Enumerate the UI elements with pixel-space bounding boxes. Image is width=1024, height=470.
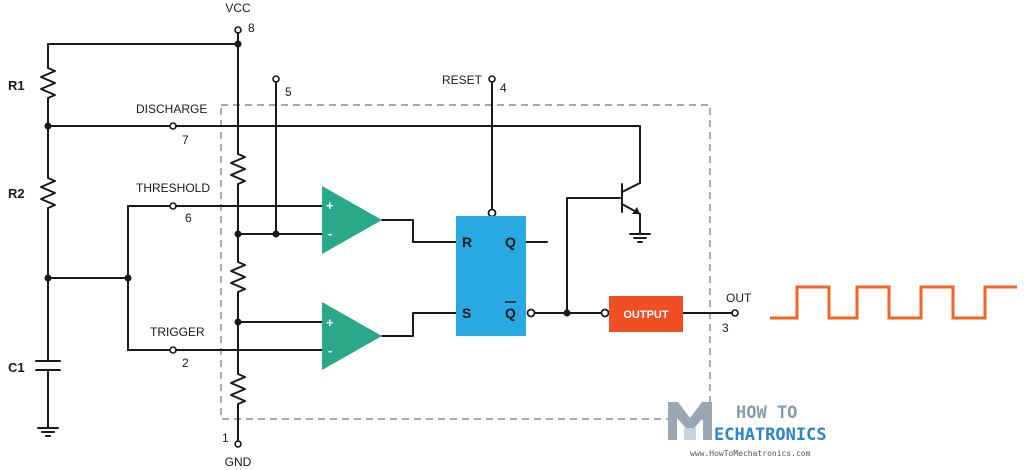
r2-label: R2 bbox=[8, 186, 25, 201]
pin-4-number: 4 bbox=[500, 81, 507, 95]
howtomechatronics-logo: HOW TO ECHATRONICS www.HowToMechatronics… bbox=[668, 402, 827, 458]
ground-icon bbox=[37, 427, 59, 437]
flipflop-s-label: S bbox=[462, 305, 471, 321]
resistor-r2 bbox=[40, 125, 56, 279]
output-block-label: OUTPUT bbox=[623, 309, 669, 321]
threshold-label: THRESHOLD bbox=[136, 181, 210, 195]
vcc-label: VCC bbox=[225, 1, 251, 15]
pin-2-number: 2 bbox=[182, 356, 189, 370]
sr-flip-flop: R S Q Q bbox=[456, 216, 526, 336]
logo-line2: ECHATRONICS bbox=[714, 425, 827, 445]
logo-url: www.HowToMechatronics.com bbox=[690, 449, 811, 458]
gnd-label: GND bbox=[225, 455, 252, 469]
comparator-lower-plus: + bbox=[326, 315, 334, 330]
pin-terminals bbox=[169, 26, 739, 448]
discharge-transistor-icon bbox=[621, 182, 651, 243]
comparator-upper: + - bbox=[322, 186, 382, 254]
square-wave-output bbox=[770, 285, 1017, 320]
r1-label: R1 bbox=[8, 78, 25, 93]
pin-6-number: 6 bbox=[185, 211, 192, 225]
comparator-upper-plus: + bbox=[326, 198, 334, 213]
internal-wiring bbox=[175, 32, 733, 442]
pin-8-number: 8 bbox=[248, 21, 255, 35]
ic-boundary bbox=[220, 104, 711, 420]
external-wiring bbox=[35, 43, 239, 437]
flipflop-qbar-label: Q bbox=[505, 305, 516, 321]
c1-label: C1 bbox=[8, 360, 25, 375]
out-label: OUT bbox=[726, 291, 752, 305]
resistor-r1 bbox=[40, 61, 56, 127]
comparator-lower-minus: - bbox=[328, 343, 332, 358]
reset-label: RESET bbox=[442, 73, 483, 87]
output-stage: OUTPUT bbox=[609, 296, 683, 332]
pin-3-number: 3 bbox=[722, 321, 729, 335]
flipflop-r-label: R bbox=[462, 234, 472, 250]
discharge-label: DISCHARGE bbox=[136, 102, 207, 116]
comparator-upper-minus: - bbox=[328, 226, 332, 241]
pin-7-number: 7 bbox=[182, 133, 189, 147]
pin-1-number: 1 bbox=[222, 431, 229, 445]
logo-m-icon bbox=[668, 402, 712, 440]
flipflop-q-label: Q bbox=[505, 234, 516, 250]
logo-line1: HOW TO bbox=[736, 403, 797, 423]
pin-5-number: 5 bbox=[285, 85, 292, 99]
comparator-lower: + - bbox=[322, 302, 382, 370]
trigger-label: TRIGGER bbox=[150, 325, 205, 339]
